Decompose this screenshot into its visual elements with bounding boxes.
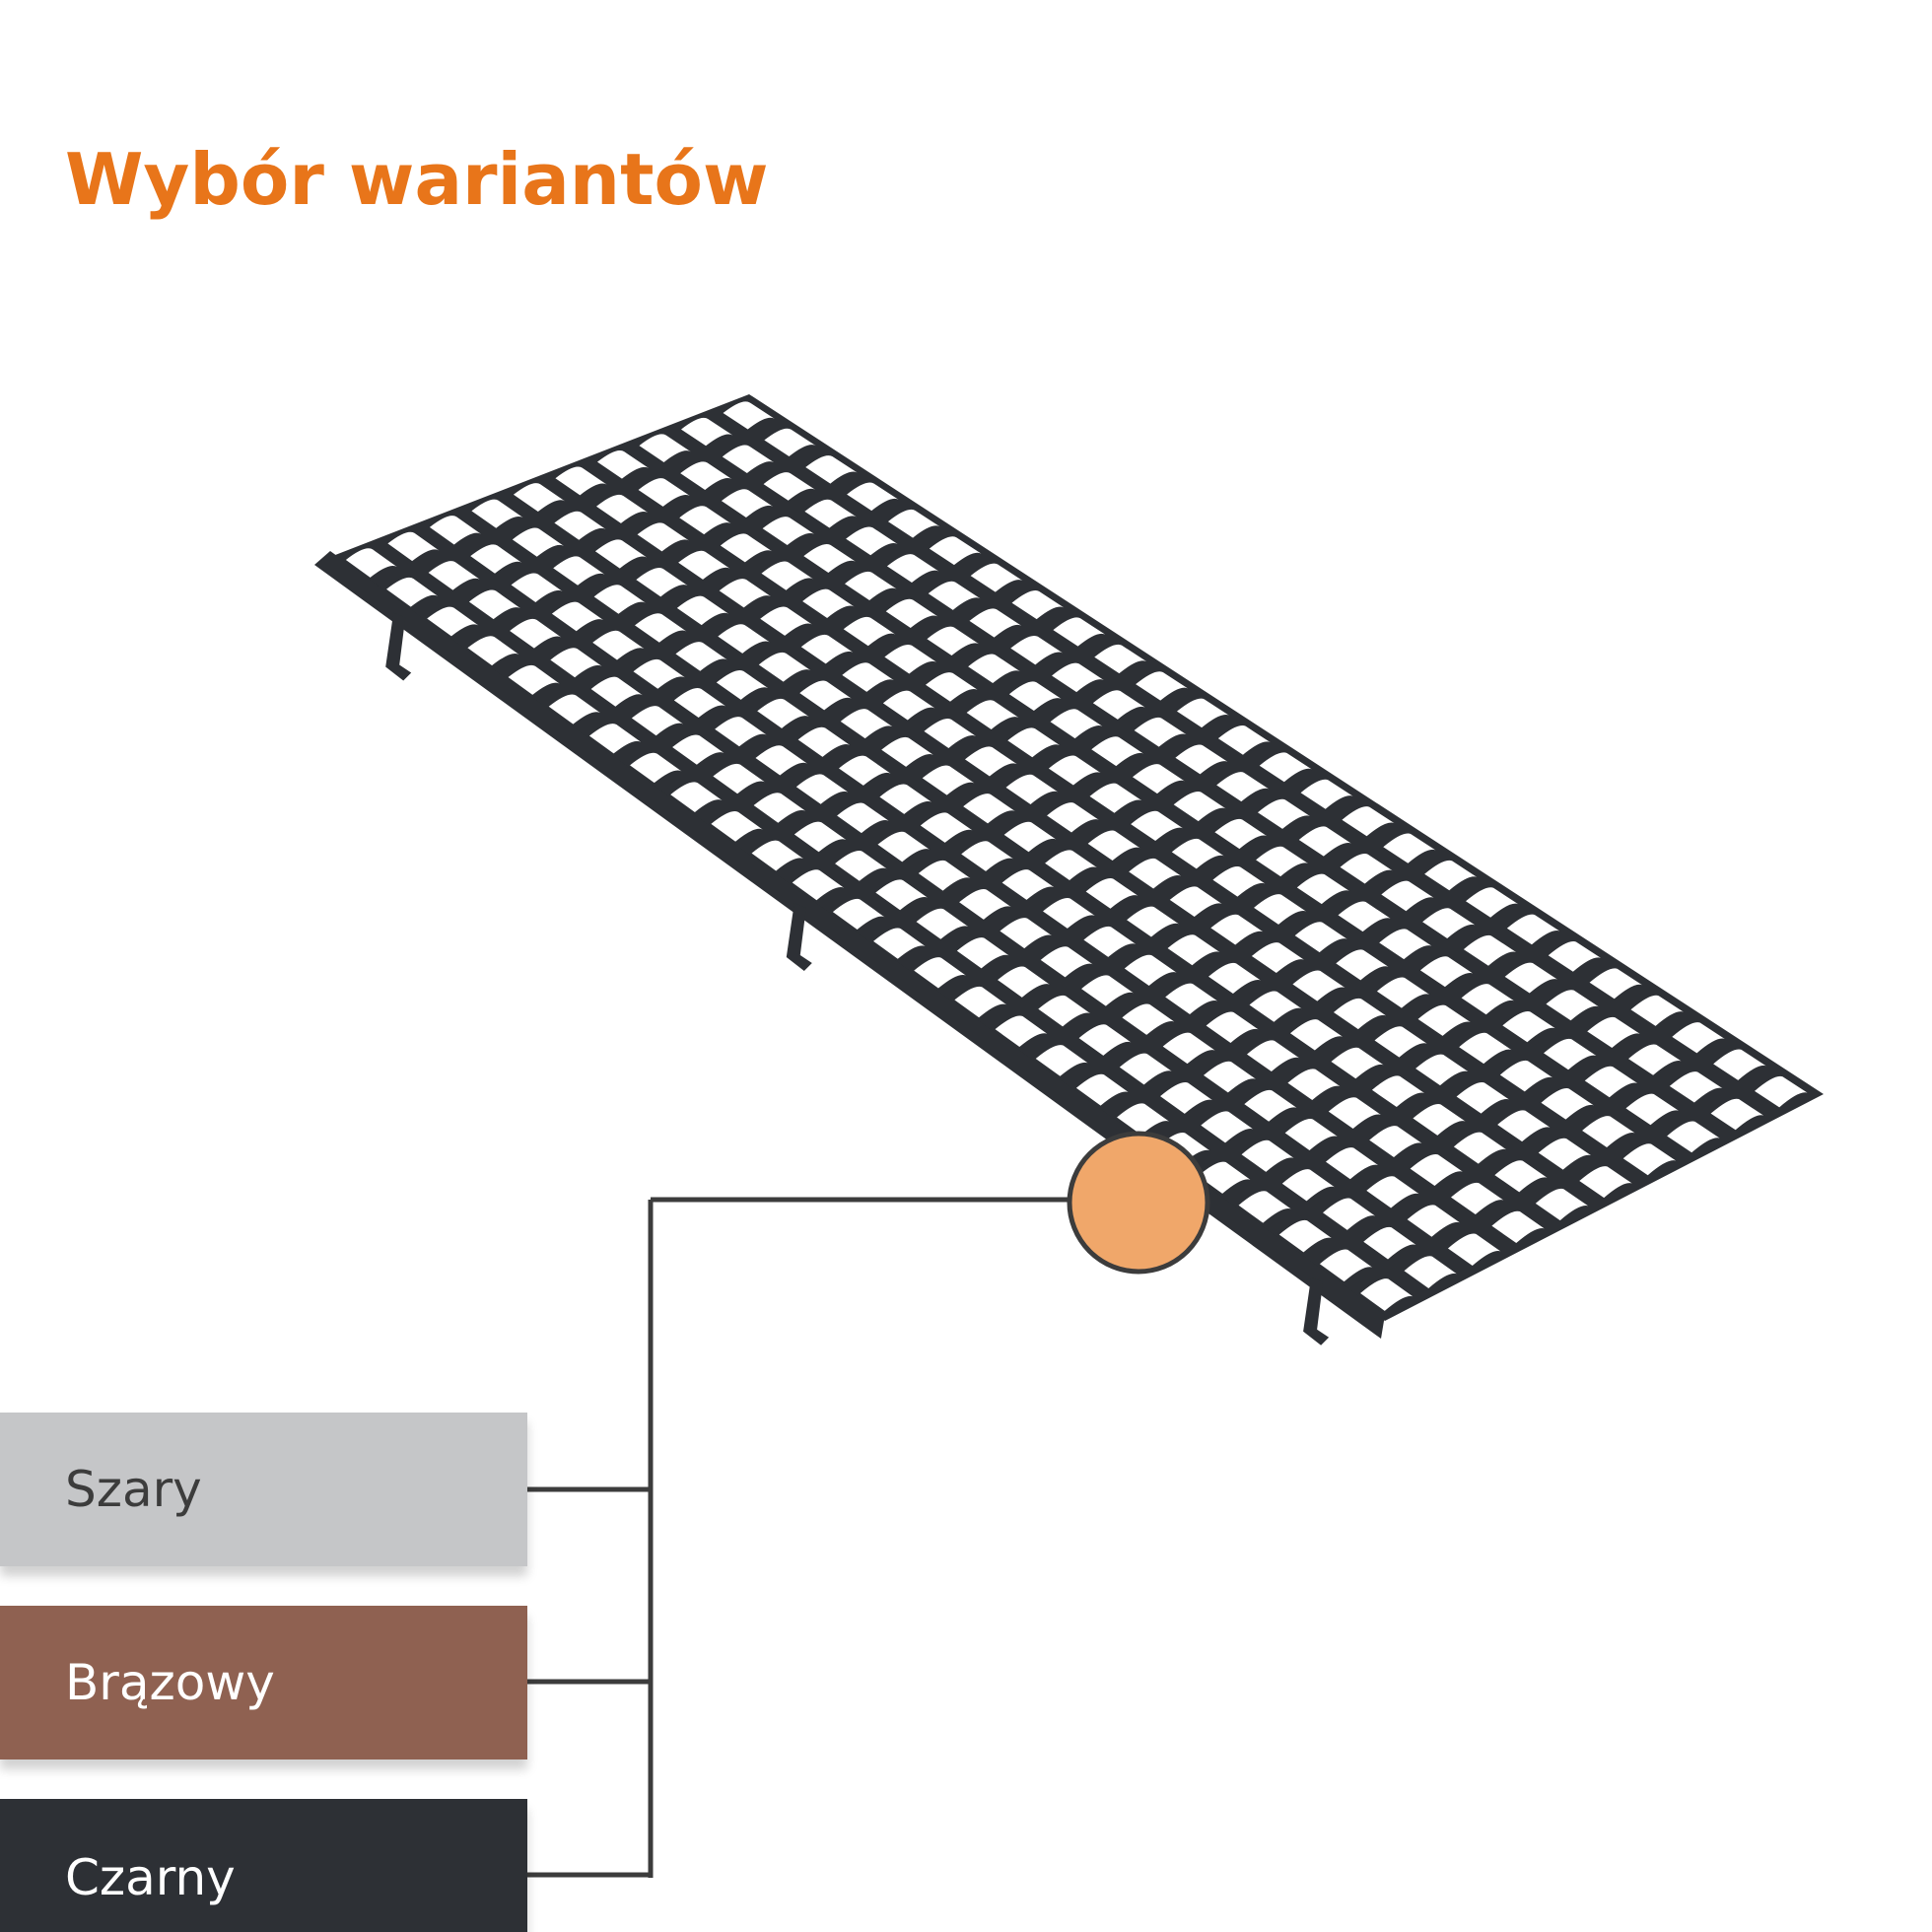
variant-swatch-brazowy[interactable]: Brązowy (0, 1606, 527, 1760)
color-highlight-marker (1067, 1131, 1210, 1275)
variant-swatch-szary[interactable]: Szary (0, 1413, 527, 1566)
connector-lines (527, 1197, 1070, 1878)
variant-label: Szary (65, 1461, 202, 1518)
variant-label: Brązowy (65, 1654, 275, 1711)
variant-swatch-czarny[interactable]: Czarny (0, 1799, 527, 1932)
page-title: Wybór wariantów (65, 138, 769, 221)
variant-label: Czarny (65, 1849, 236, 1906)
